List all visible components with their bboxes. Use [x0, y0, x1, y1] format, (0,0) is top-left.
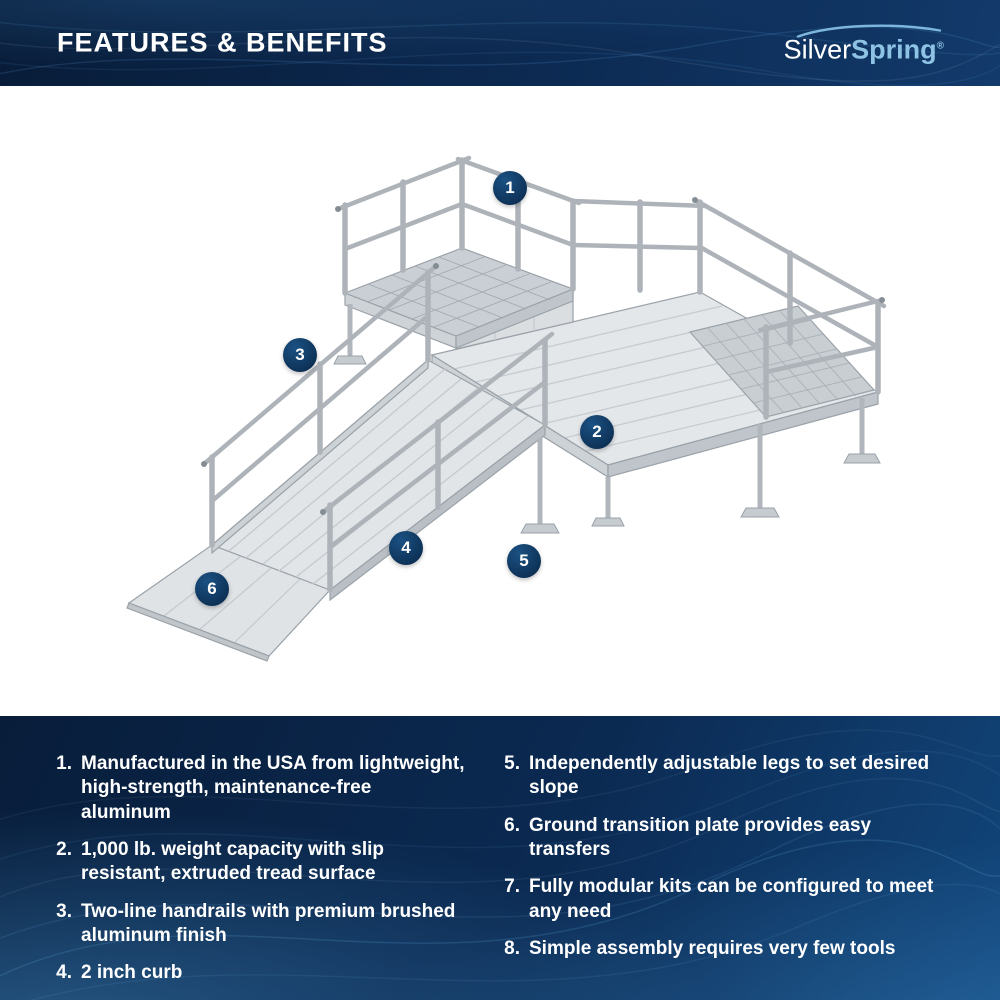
callout-number: 6 — [207, 579, 217, 598]
feature-item-6: 6. Ground transition plate provides easy… — [494, 814, 954, 863]
feature-number: 4. — [56, 962, 72, 984]
features-column-right: 5. Independently adjustable legs to set … — [494, 752, 954, 974]
feature-item-3: 3. Two-line handrails with premium brush… — [46, 900, 466, 949]
feature-text: Independently adjustable legs to set des… — [529, 753, 930, 799]
feature-number: 6. — [504, 814, 520, 836]
feature-text: Two-line handrails with premium brushed … — [81, 900, 456, 946]
callout-number: 3 — [295, 345, 305, 364]
callout-badge-6: 6 — [195, 572, 229, 606]
feature-number: 5. — [504, 753, 520, 774]
callout-badge-3: 3 — [283, 338, 317, 372]
callout-number: 5 — [519, 551, 529, 570]
callout-badge-2: 2 — [580, 415, 614, 449]
brand-logo: SilverSpring® — [784, 23, 944, 64]
feature-item-8: 8. Simple assembly requires very few too… — [494, 937, 954, 961]
footer-wave-pattern — [0, 729, 1000, 1000]
feature-item-4: 4. 2 inch curb — [46, 961, 466, 985]
feature-text: Simple assembly requires very few tools — [529, 937, 896, 959]
callout-number: 2 — [592, 422, 602, 441]
feature-text: Manufactured in the USA from lightweight… — [81, 753, 465, 823]
callout-number: 1 — [505, 178, 515, 197]
feature-number: 8. — [504, 937, 520, 959]
ground-transition-plate — [126, 544, 332, 662]
feature-item-7: 7. Fully modular kits can be configured … — [494, 875, 954, 924]
handrail-end-caps — [201, 197, 885, 515]
features-panel: 1. Manufactured in the USA from lightwei… — [0, 716, 1000, 1000]
logo-spring: Spring — [851, 34, 937, 65]
header-banner: FEATURES & BENEFITS SilverSpring® — [0, 0, 1000, 86]
logo-registered-mark: ® — [936, 40, 944, 52]
feature-text: Fully modular kits can be configured to … — [529, 876, 934, 922]
feature-number: 7. — [504, 876, 520, 898]
logo-silver: Silver — [783, 34, 852, 65]
illustration-area: 1 2 3 4 5 6 — [0, 86, 1000, 716]
features-column-left: 1. Manufactured in the USA from lightwei… — [46, 752, 466, 999]
callout-number: 4 — [401, 538, 411, 557]
callout-badge-5: 5 — [507, 544, 541, 578]
curb — [211, 358, 429, 555]
feature-text: 1,000 lb. weight capacity with slip resi… — [81, 838, 385, 885]
feature-text: 2 inch curb — [81, 962, 183, 984]
page-title: FEATURES & BENEFITS — [57, 27, 388, 58]
feature-text: Ground transition plate provides easy tr… — [529, 814, 872, 860]
support-legs — [347, 304, 865, 524]
feature-item-1: 1. Manufactured in the USA from lightwei… — [46, 752, 466, 825]
feature-item-5: 5. Independently adjustable legs to set … — [494, 752, 954, 801]
logo-text: SilverSpring® — [783, 34, 944, 65]
callout-badge-4: 4 — [389, 531, 423, 565]
callout-badge-1: 1 — [493, 171, 527, 205]
feature-number: 2. — [56, 838, 72, 860]
logo-swoosh-icon — [796, 24, 942, 38]
leg-feet — [333, 355, 881, 534]
feature-number: 1. — [56, 753, 72, 774]
header-wave-pattern — [0, 21, 1000, 86]
feature-number: 3. — [56, 900, 72, 922]
feature-item-2: 2. 1,000 lb. weight capacity with slip r… — [46, 838, 466, 887]
